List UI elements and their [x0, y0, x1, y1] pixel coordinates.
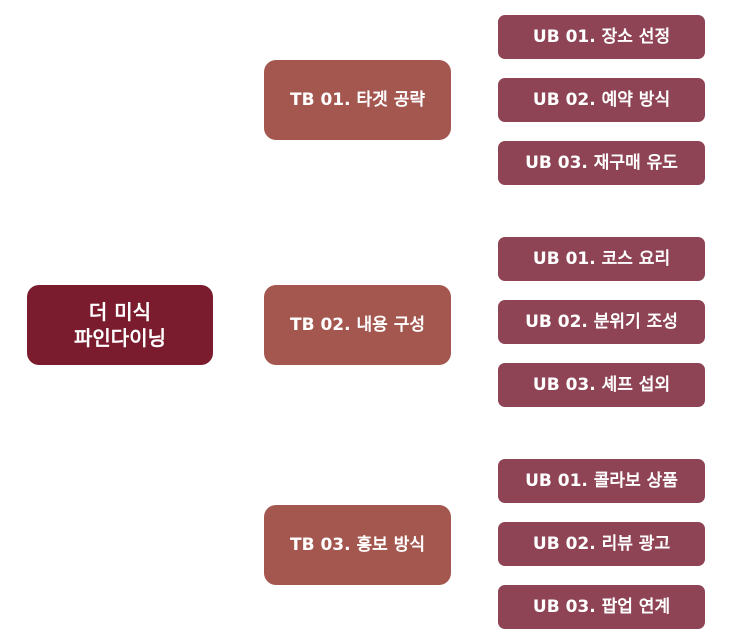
topic-node-tb01: TB 01. 타겟 공략	[264, 60, 451, 140]
sub-node-tb01-ub03: UB 03. 재구매 유도	[498, 141, 705, 185]
sub-node-tb03-ub01: UB 01. 콜라보 상품	[498, 459, 705, 503]
sub-node-tb03-ub03: UB 03. 팝업 연계	[498, 585, 705, 629]
sub-node-tb02-ub02: UB 02. 분위기 조성	[498, 300, 705, 344]
topic-node-tb02: TB 02. 내용 구성	[264, 285, 451, 365]
sub-node-tb01-ub01: UB 01. 장소 선정	[498, 15, 705, 59]
sub-node-tb03-ub02: UB 02. 리뷰 광고	[498, 522, 705, 566]
sub-node-tb01-ub02: UB 02. 예약 방식	[498, 78, 705, 122]
topic-node-tb03: TB 03. 홍보 방식	[264, 505, 451, 585]
sub-node-tb02-ub03: UB 03. 셰프 섭외	[498, 363, 705, 407]
root-node: 더 미식 파인다이닝	[27, 285, 213, 365]
sub-node-tb02-ub01: UB 01. 코스 요리	[498, 237, 705, 281]
